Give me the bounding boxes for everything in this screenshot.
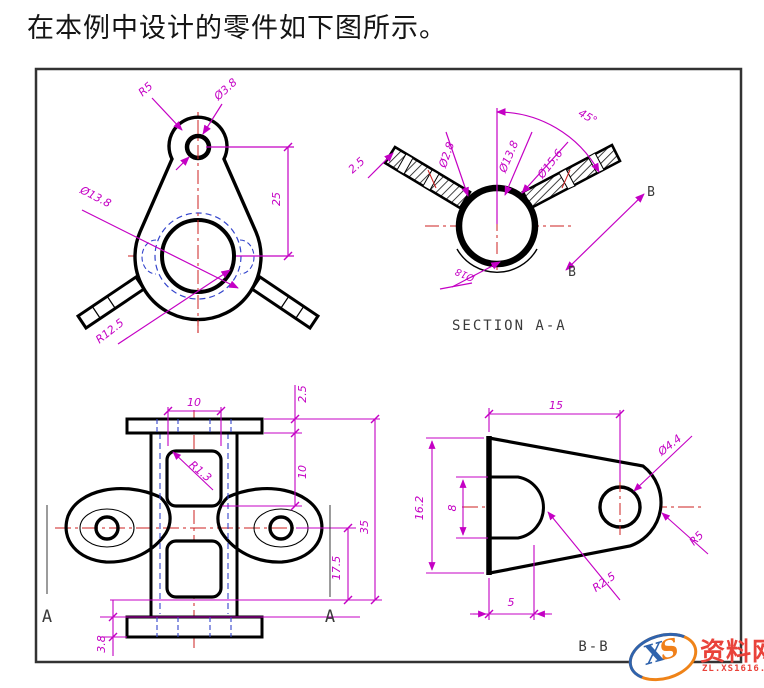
watermark: XS 资料网 ZL.XS1616.COM [623,620,764,688]
drawing-border [34,67,743,664]
bottom-dim-lines [100,385,382,656]
dim-bb-162: 16.2 [413,496,426,521]
dim-bottom-w10: 10 [187,396,201,409]
section-bb-view: 15 16.2 8 Ø4.4 R5 R2.5 5 B-B [413,399,709,655]
dim-bb-15: 15 [549,399,563,412]
bottom-upper-pocket [165,449,223,508]
front-dim-lines [81,97,294,345]
dim-front-25: 25 [270,192,283,206]
section-mark-b-top: B [647,185,655,200]
dim-bottom-h175: 17.5 [330,556,343,581]
dim-bottom-h10: 10 [296,465,309,479]
watermark-logo: XS [623,625,703,688]
section-mark-a-right: A [325,607,335,627]
watermark-site-url: ZL.XS1616.COM [702,664,764,674]
bottom-flange-hidden-lines [156,419,232,637]
dim-bottom-t38: 3.8 [95,635,108,653]
bottom-lower-pocket [165,539,223,599]
page-title: 在本例中设计的零件如下图所示。 [27,13,447,44]
dim-bottom-h35: 35 [358,520,371,534]
section-mark-a-left: A [42,607,52,627]
dim-bottom-t25: 2.5 [296,385,309,403]
dim-bb-5: 5 [508,596,515,609]
bottom-left-ear [64,487,172,564]
bb-outline [487,436,663,575]
watermark-site-name: 资料网 [700,637,764,666]
aa-dim-lines [367,108,645,290]
section-aa-caption: SECTION A-A [452,318,567,334]
bb-notch [490,475,545,540]
bottom-bottom-flange [125,615,264,639]
section-bb-caption: B-B [578,639,609,655]
dim-bb-8: 8 [446,505,459,512]
bottom-top-flange [125,417,264,435]
bb-dim-lines [426,408,709,620]
section-mark-b-bottom: B [568,265,576,280]
bottom-view: 10 2.5 10 35 17.5 3.8 R1.3 A A [42,385,382,656]
